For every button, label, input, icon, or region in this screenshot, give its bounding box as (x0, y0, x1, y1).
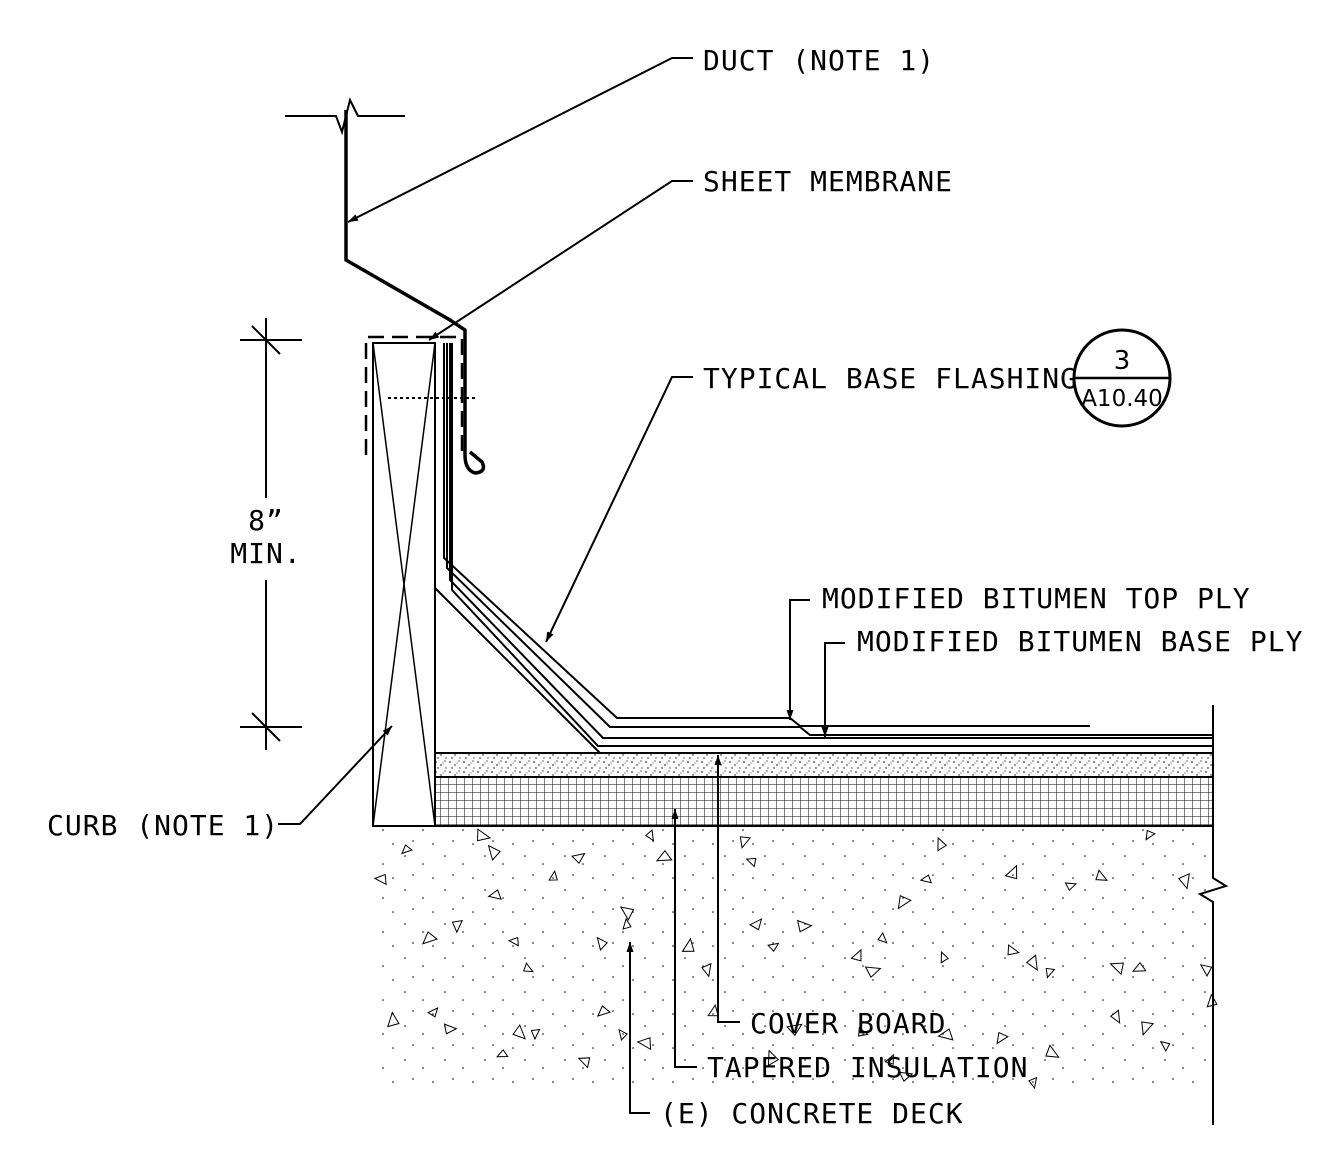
aggregate-mark (940, 950, 950, 964)
aggregate-mark (864, 966, 882, 979)
height-dimension: 8” MIN. (230, 318, 302, 750)
aggregate-mark (426, 1007, 439, 1018)
concrete-deck (373, 827, 1218, 1092)
aggregate-mark (548, 869, 558, 881)
aggregate-mark (1007, 944, 1021, 956)
cover-board-layer (434, 752, 1214, 778)
aggregate-mark (401, 844, 414, 855)
aggregate-mark (884, 1053, 894, 1065)
aggregate-mark (1109, 962, 1124, 976)
aggregate-mark (1045, 967, 1056, 979)
aggregate-mark (1159, 1040, 1171, 1052)
aggregate-mark (487, 844, 501, 862)
aggregate-mark (897, 894, 912, 910)
aggregate-mark (1145, 829, 1156, 841)
detail-reference-tag[interactable]: 3 A10.40 (1072, 328, 1172, 428)
aggregate-mark (1045, 1044, 1060, 1058)
aggregate-mark (1109, 1009, 1121, 1024)
aggregate-mark (644, 829, 655, 842)
aggregate-mark (618, 1028, 628, 1041)
aggregate-mark (636, 1037, 652, 1051)
aggregate-mark (919, 874, 932, 884)
aggregate-mark (596, 1005, 612, 1017)
aggregate-mark (1199, 964, 1213, 977)
aggregate-mark (387, 1011, 400, 1028)
aggregate-mark (451, 920, 464, 934)
aggregate-mark (1025, 954, 1038, 971)
aggregate-mark (596, 936, 608, 951)
duct-profile (285, 97, 486, 475)
aggregate-mark (1141, 1021, 1155, 1036)
sheet-membrane-dashed (364, 335, 464, 455)
membrane-plies (443, 343, 1213, 747)
aggregate-mark (476, 828, 492, 842)
label-top-ply: MODIFIED BITUMEN TOP PLY (822, 582, 1251, 615)
aggregate-mark (745, 857, 757, 868)
aggregate-mark (487, 889, 502, 900)
aggregate-mark (748, 918, 763, 931)
aggregate-mark (1004, 864, 1018, 880)
aggregate-mark (530, 1028, 541, 1041)
concrete-aggregate-marks (373, 828, 1218, 1090)
aggregate-mark (786, 1023, 803, 1037)
aggregate-mark (877, 931, 888, 944)
label-sheet-membrane: SHEET MEMBRANE (703, 165, 953, 198)
leader-lines (278, 57, 845, 1114)
aggregate-mark (898, 1071, 914, 1082)
aggregate-mark (681, 937, 695, 952)
aggregate-mark (1028, 1076, 1038, 1090)
aggregate-mark (767, 942, 780, 952)
aggregate-mark (422, 931, 439, 945)
dimension-suffix: MIN. (230, 537, 301, 570)
aggregate-mark (858, 1026, 869, 1037)
detail-number: 3 (1114, 346, 1131, 376)
label-curb: CURB (NOTE 1) (47, 809, 279, 842)
detail-sheet: A10.40 (1081, 386, 1163, 412)
cant-strip (434, 587, 601, 754)
aggregate-mark (707, 1003, 719, 1017)
aggregate-mark (1095, 869, 1109, 881)
aggregate-mark (796, 919, 813, 933)
tapered-insulation-layer (434, 776, 1214, 827)
aggregate-mark (443, 1023, 458, 1035)
aggregate-mark (937, 1028, 954, 1041)
aggregate-mark (996, 1031, 1009, 1045)
label-base-flashing: TYPICAL BASE FLASHING (703, 362, 1078, 395)
aggregate-mark (767, 1049, 780, 1067)
label-cover-board: COVER BOARD (750, 1007, 946, 1040)
aggregate-mark (655, 849, 673, 862)
aggregate-mark (937, 836, 948, 852)
aggregate-mark (1131, 961, 1147, 972)
aggregate-mark (850, 948, 862, 962)
dimension-value: 8” (248, 504, 284, 537)
aggregate-mark (739, 836, 752, 849)
aggregate-mark (619, 906, 635, 921)
label-base-ply: MODIFIED BITUMEN BASE PLY (857, 625, 1303, 658)
label-tapered-insulation: TAPERED INSULATION (707, 1051, 1028, 1084)
aggregate-mark (1178, 872, 1190, 890)
label-concrete-deck: (E) CONCRETE DECK (660, 1097, 964, 1130)
aggregate-mark (507, 936, 519, 947)
aggregate-mark (622, 917, 632, 930)
label-duct: DUCT (NOTE 1) (703, 44, 935, 77)
aggregate-mark (701, 962, 712, 978)
aggregate-mark (571, 852, 586, 865)
aggregate-mark (1064, 882, 1078, 891)
aggregate-mark (496, 1048, 509, 1058)
aggregate-mark (577, 1057, 591, 1069)
deck-edge-lines (373, 705, 1229, 1125)
aggregate-mark (512, 1023, 527, 1040)
aggregate-mark (523, 962, 534, 973)
aggregate-mark (373, 873, 387, 886)
curb-blocking (372, 342, 436, 827)
